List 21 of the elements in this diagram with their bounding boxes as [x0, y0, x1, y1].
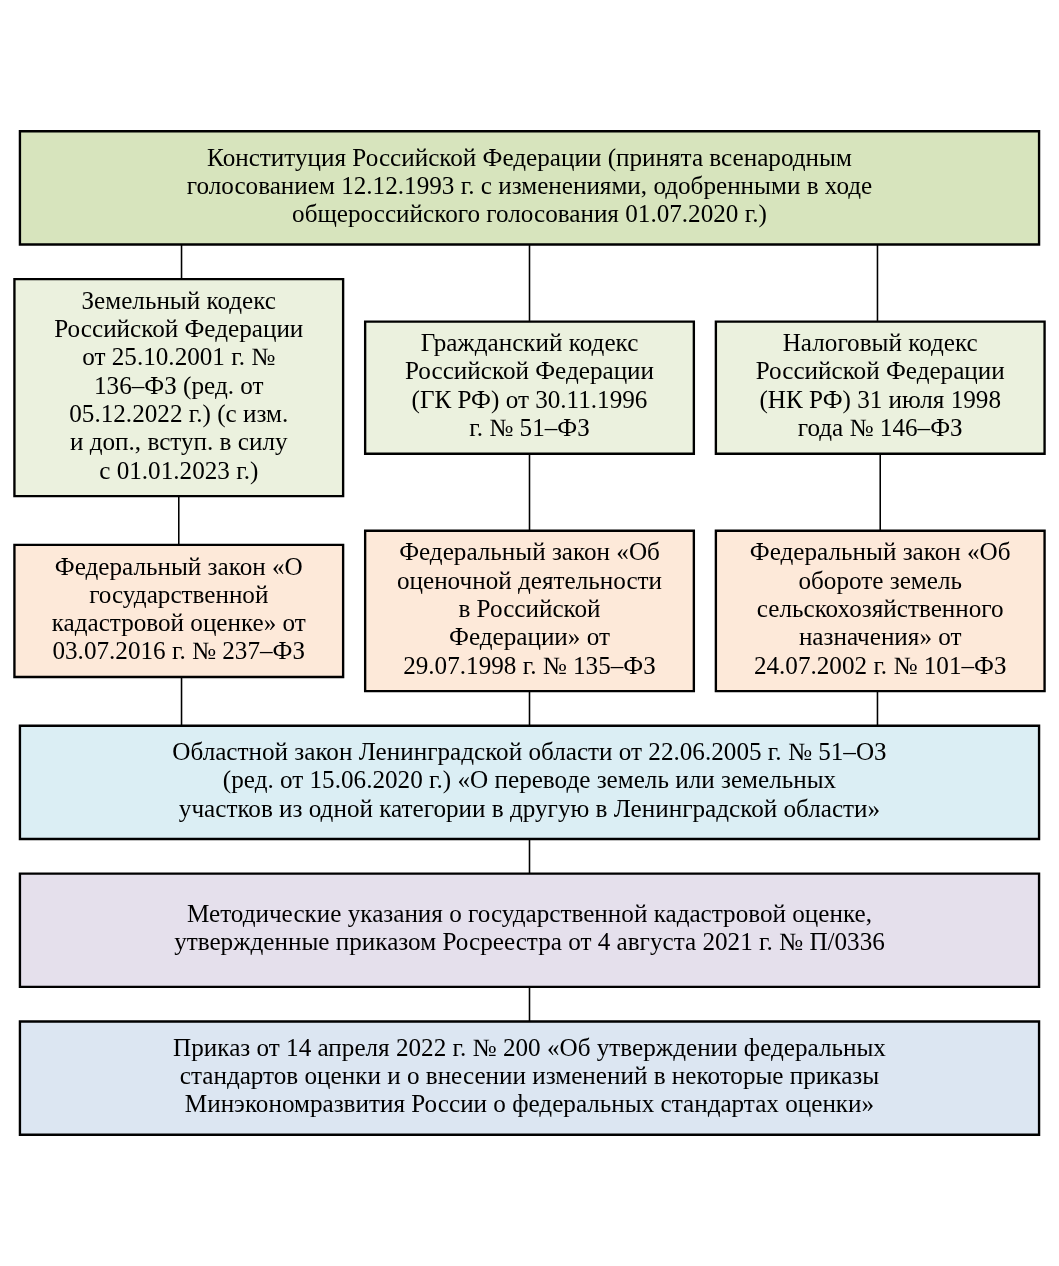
node-box: Налоговый кодекс Российской Федерации (НК РФ) 31 июля 1998 года № 146–ФЗ — [714, 320, 1046, 455]
node-box: Федеральный закон «Об оценочной деятельности в Российской Федерации» от 29.07.1998 г. № 135–ФЗ — [363, 529, 696, 693]
connector — [528, 243, 531, 322]
node-box: Гражданский кодекс Российской Федерации (ГК РФ) от 30.11.1996 г. № 51–ФЗ — [363, 320, 696, 455]
node-box: Федеральный закон «О государственной кадастровой оценке» от 03.07.2016 г. № 237–ФЗ — [13, 543, 345, 679]
node-box: Земельный кодекс Российской Федерации от 25.10.2001 г. № 136–ФЗ (ред. от 05.12.2022 г.) (с изм. и доп., вступ. в силу с 01.01.2023 г.) — [13, 277, 345, 498]
node-box: Федеральный закон «Об обороте земель сельскохозяйственного назначения» от 24.07.2002 г. № 101–ФЗ — [714, 529, 1046, 693]
connector — [876, 243, 879, 322]
connector — [528, 453, 531, 532]
connector — [528, 690, 531, 727]
connector — [180, 676, 183, 727]
connector — [178, 495, 180, 546]
connector — [180, 243, 183, 280]
node-box: Областной закон Ленинградской области от 22.06.2005 г. № 51–ОЗ (ред. от 15.06.2020 г.) «О переводе земель или земельных участков из одной категории в другую в Ленинградской области» — [18, 724, 1041, 841]
node-box: Приказ от 14 апреля 2022 г. № 200 «Об утверждении федеральных стандартов оценки и о внесении изменений в некоторые приказы Минэкономразвития России о федеральных стандартах оценки» — [18, 1020, 1041, 1136]
connector — [879, 453, 881, 532]
node-box: Методические указания о государственной кадастровой оценке, утвержденные приказом Росреестра от 4 августа 2021 г. № П/0336 — [18, 872, 1041, 989]
connector — [528, 838, 531, 875]
connector — [876, 690, 879, 727]
connector — [528, 986, 531, 1023]
node-box: Конституция Российской Федерации (принята всенародным голосованием 12.12.1993 г. с изменениями, одобренными в ходе общероссийского голосования 01.07.2020 г.) — [18, 130, 1041, 246]
